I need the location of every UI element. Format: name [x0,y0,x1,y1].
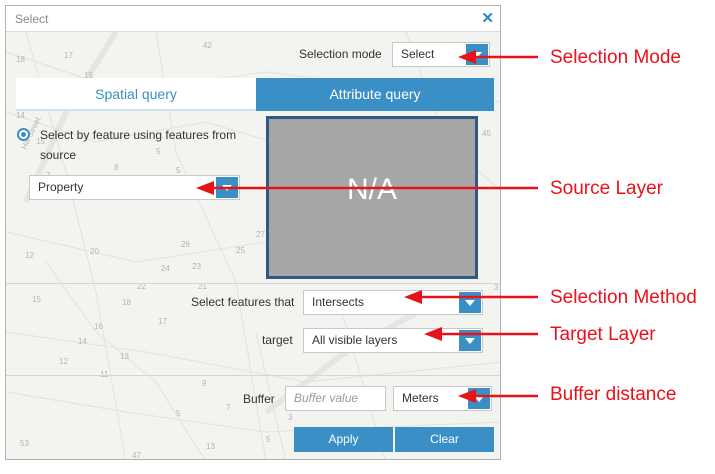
parcel-number: 20 [90,247,99,256]
target-label: target [262,333,293,347]
parcel-number: 15 [84,71,93,80]
dialog-title: Select [15,12,49,26]
callout-buffer-distance: Buffer distance [550,384,677,405]
selection-mode-value: Select [401,47,435,61]
source-layer-value: Property [38,180,84,194]
parcel-number: 21 [198,282,207,291]
parcel-number: 47 [132,451,141,460]
buffer-label: Buffer [243,392,275,406]
parcel-number: 5 [156,147,161,156]
selection-method-select[interactable]: Intersects [303,290,483,315]
radio-selected-icon[interactable] [17,128,30,141]
parcel-number: 18 [16,55,25,64]
close-icon[interactable]: ✕ [481,10,494,27]
parcel-number: 12 [25,251,34,260]
parcel-number: 11 [100,370,109,379]
parcel-number: 13 [120,352,129,361]
preview-text: N/A [346,173,397,206]
source-preview: N/A [266,116,478,279]
dialog-titlebar: Select ✕ [6,6,500,32]
apply-button[interactable]: Apply [294,427,393,452]
select-features-label: Select features that [191,295,295,309]
parcel-number: 23 [192,262,201,271]
parcel-number: 17 [64,51,73,60]
clear-button[interactable]: Clear [395,427,494,452]
parcel-number: 27 [256,230,265,239]
parcel-number: 14 [78,337,87,346]
parcel-number: 16 [94,322,103,331]
target-layer-value: All visible layers [312,333,398,347]
parcel-number: 17 [158,317,167,326]
divider [6,375,500,376]
parcel-number: 9 [202,379,207,388]
callout-selection-mode: Selection Mode [550,47,681,68]
buffer-placeholder: Buffer value [294,391,359,405]
parcel-number: 15 [32,295,41,304]
radio-label-line1: Select by feature using features from [40,128,237,142]
callout-source-layer: Source Layer [550,178,664,199]
parcel-number: 22 [137,282,146,291]
selection-mode-label: Selection mode [299,47,382,61]
divider [6,283,500,284]
tab-spatial-query[interactable]: Spatial query [16,78,256,111]
parcel-number: 7 [226,403,231,412]
parcel-number: 12 [59,357,68,366]
select-dialog: 42 18 17 15 16 14 5 8 5 7 12 20 26 25 24… [5,5,501,460]
parcel-number: 13 [206,442,215,451]
parcel-number: 45 [482,129,491,138]
parcel-number: 3 [494,283,499,292]
parcel-number: 15 [36,137,45,146]
parcel-number: 24 [161,264,170,273]
parcel-number: 14 [16,111,25,120]
parcel-number: 25 [236,246,245,255]
parcel-number: 8 [114,163,119,172]
radio-label-line2: source [40,148,77,162]
parcel-number: 26 [181,240,190,249]
parcel-number: 42 [203,41,212,50]
tab-attribute-query[interactable]: Attribute query [256,78,494,111]
callout-target-layer: Target Layer [550,324,656,345]
buffer-unit-value: Meters [402,391,439,405]
parcel-number: 18 [122,298,131,307]
buffer-input[interactable]: Buffer value [285,386,386,411]
parcel-number: 5 [176,409,181,418]
callout-selection-method: Selection Method [550,287,697,308]
parcel-number: 5 [266,435,271,444]
selection-method-value: Intersects [312,295,365,309]
parcel-number: 53 [20,439,29,448]
parcel-number: 5 [176,166,181,175]
parcel-number: 3 [288,413,293,422]
